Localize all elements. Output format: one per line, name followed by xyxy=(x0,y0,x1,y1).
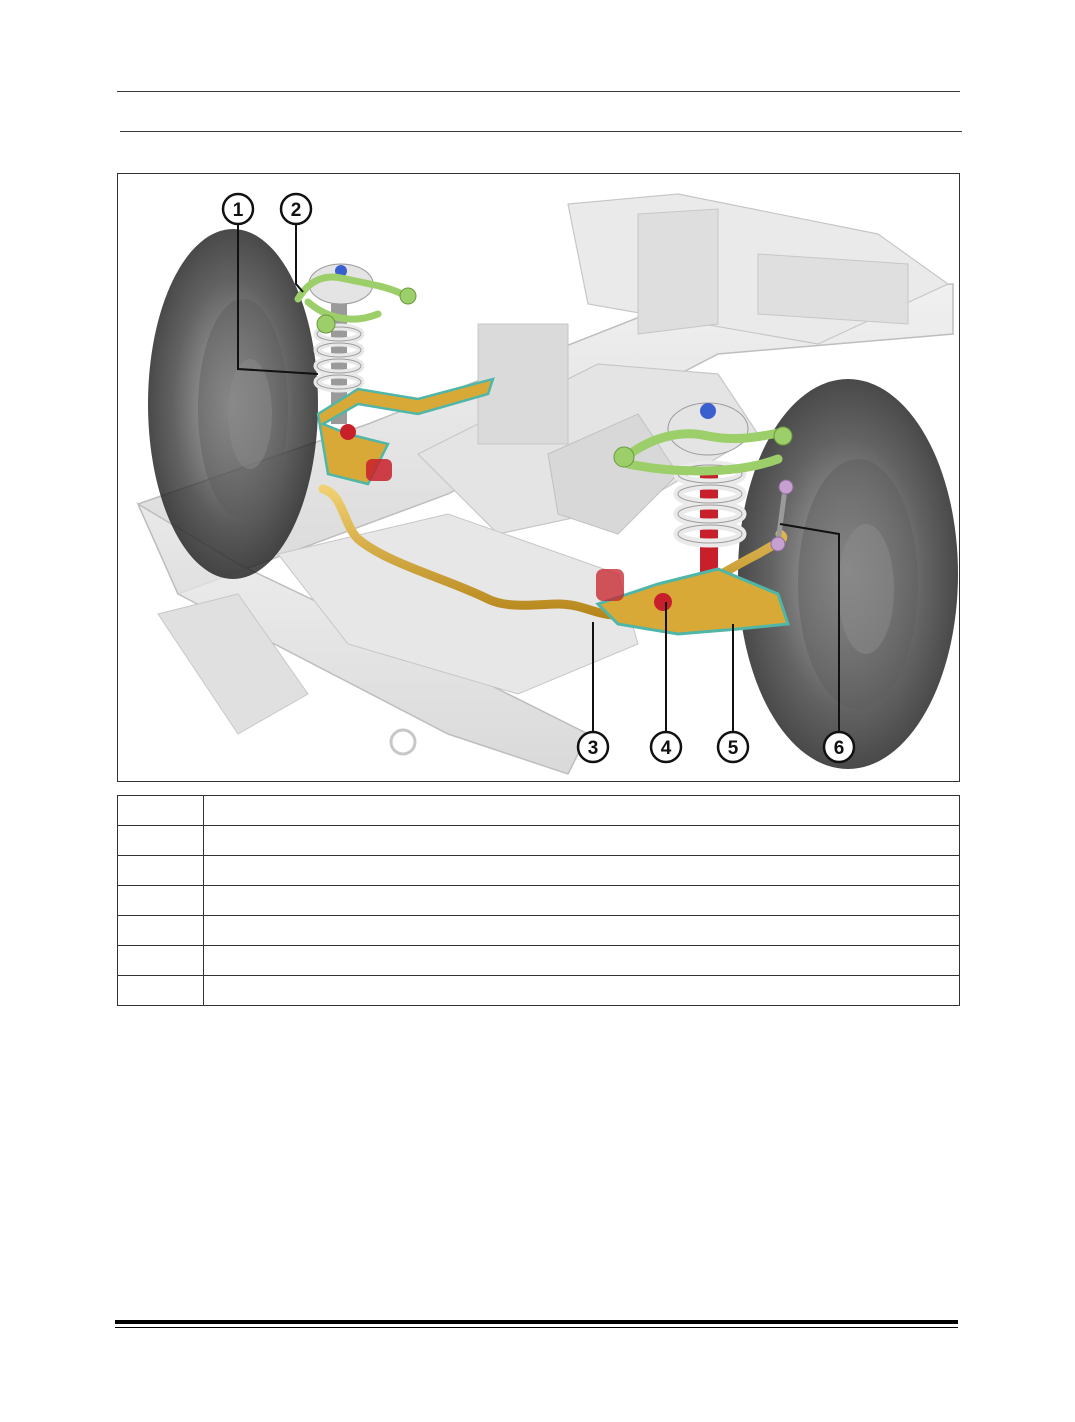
legend-row xyxy=(117,975,960,1006)
left-tire xyxy=(148,229,318,579)
right-tire xyxy=(738,379,958,769)
legend-row xyxy=(117,885,960,916)
legend-number xyxy=(117,915,204,946)
callout-3: 3 xyxy=(576,730,610,764)
legend-description xyxy=(203,945,960,976)
legend-description xyxy=(203,795,960,826)
legend-number xyxy=(117,855,204,886)
legend-number xyxy=(117,825,204,856)
suspension-figure: 1 2 3 4 5 6 xyxy=(117,173,960,782)
legend-row xyxy=(117,825,960,856)
legend-number xyxy=(117,945,204,976)
legend-number xyxy=(117,885,204,916)
header-rule-top xyxy=(117,91,960,92)
callout-1: 1 xyxy=(221,192,255,226)
callout-leaders xyxy=(237,224,840,747)
suspension-illustration: 1 2 3 4 5 6 xyxy=(136,192,958,775)
right-stabilizer-link xyxy=(770,479,794,552)
right-coil-spring xyxy=(667,402,749,574)
svg-text:3: 3 xyxy=(588,738,599,759)
legend-description xyxy=(203,885,960,916)
legend-description xyxy=(203,855,960,886)
left-coil-spring xyxy=(308,263,374,424)
legend-row xyxy=(117,855,960,886)
right-lower-arm xyxy=(595,567,791,636)
svg-text:4: 4 xyxy=(661,738,672,759)
left-upper-arm xyxy=(294,273,410,323)
legend-table xyxy=(117,795,960,1006)
legend-description xyxy=(203,915,960,946)
callout-5: 5 xyxy=(716,730,750,764)
legend-row xyxy=(117,915,960,946)
legend-description xyxy=(203,975,960,1006)
right-upper-arm xyxy=(618,427,788,476)
legend-row xyxy=(117,795,960,826)
svg-text:6: 6 xyxy=(834,738,845,759)
footer-rule-thin xyxy=(115,1327,958,1328)
callout-markers: 1 2 3 4 5 6 xyxy=(221,192,856,764)
header-rule-bottom xyxy=(120,131,962,132)
footer-rule-thick xyxy=(115,1320,958,1324)
callout-6: 6 xyxy=(822,730,856,764)
legend-row xyxy=(117,945,960,976)
svg-text:1: 1 xyxy=(233,200,244,221)
callout-4: 4 xyxy=(649,730,683,764)
stabilizer-bar xyxy=(318,484,788,620)
svg-text:5: 5 xyxy=(728,738,739,759)
left-lower-arm xyxy=(316,377,495,486)
legend-number xyxy=(117,795,204,826)
legend-number xyxy=(117,975,204,1006)
svg-text:2: 2 xyxy=(291,200,302,221)
callout-2: 2 xyxy=(279,192,313,226)
legend-description xyxy=(203,825,960,856)
